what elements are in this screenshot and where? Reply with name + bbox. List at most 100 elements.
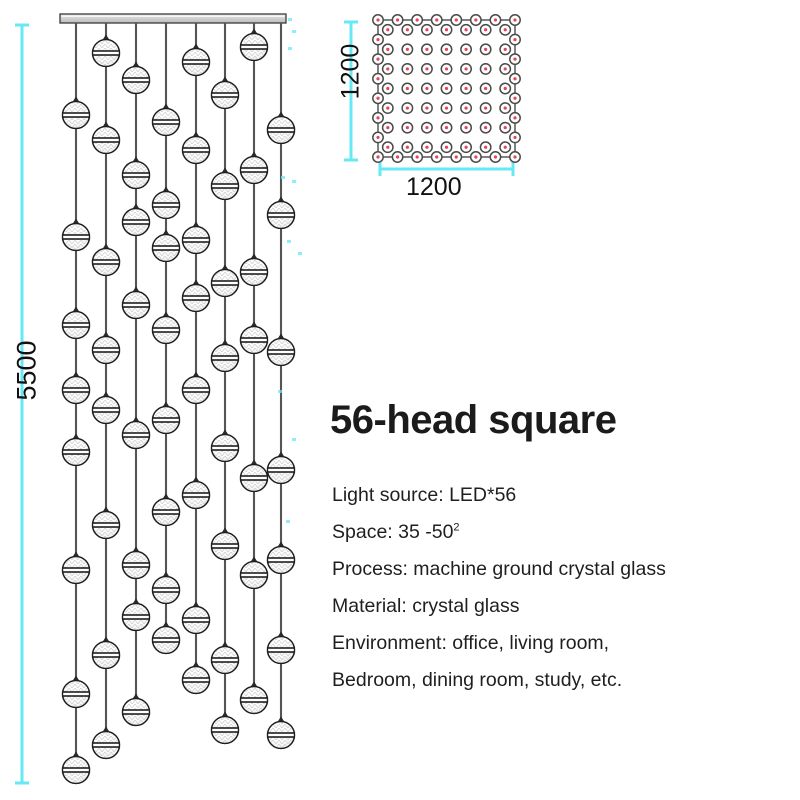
- pendant-band-fill: [91, 652, 121, 658]
- pendant-sphere-outline: [61, 555, 91, 585]
- plan-light-dot: [425, 86, 429, 91]
- pendant-sphere-outline: [121, 602, 151, 632]
- plan-light-node: [509, 53, 521, 66]
- pendant-band-fill: [210, 183, 240, 189]
- crystal-ball-pendant: [61, 306, 91, 340]
- crystal-ball-pendant: [91, 243, 121, 277]
- plan-light-node: [479, 62, 492, 75]
- pendant-band-fill: [239, 572, 269, 578]
- plan-light-dot: [425, 145, 429, 149]
- pendant-band-fill: [61, 767, 91, 773]
- plan-light-dot: [503, 86, 507, 91]
- pendant-sphere-outline: [151, 497, 181, 527]
- pendant-sphere-outline: [181, 665, 211, 695]
- pendant-band-fill: [210, 445, 240, 451]
- pendant-band-fill: [210, 657, 240, 663]
- plan-light-dot: [444, 145, 449, 149]
- spec-material: Material: crystal glass: [332, 588, 782, 625]
- accent-tick: [287, 240, 291, 243]
- crystal-ball-pendant: [266, 196, 296, 230]
- pendant-sphere-outline: [239, 685, 269, 715]
- crystal-ball-pendant: [239, 253, 269, 287]
- plan-light-dot: [386, 47, 390, 51]
- plan-light-node: [479, 141, 492, 154]
- plan-light-node: [440, 82, 453, 95]
- pendant-band-fill: [61, 322, 91, 328]
- pendant-sphere-outline: [210, 715, 240, 745]
- crystal-ball-pendant: [121, 693, 151, 727]
- pendant-sphere-outline: [121, 65, 151, 95]
- crystal-ball-pendant: [61, 371, 91, 405]
- plan-light-positions: [372, 14, 521, 163]
- dimension-markers: [15, 20, 515, 785]
- crystal-ball-pendant: [91, 726, 121, 760]
- plan-light-dot: [484, 126, 488, 130]
- crystal-ball-pendant: [210, 76, 240, 110]
- pendant-band-fill: [181, 617, 211, 623]
- plan-light-node: [469, 151, 482, 163]
- dimension-label-plan-width: 1200: [406, 173, 462, 201]
- crystal-ball-pendant: [91, 636, 121, 670]
- plan-light-node: [372, 111, 384, 124]
- plan-light-node: [440, 62, 453, 75]
- pendant-band-fill: [151, 202, 181, 208]
- pendant-band-fill: [91, 407, 121, 413]
- plan-light-dot: [425, 47, 429, 51]
- pendant-sphere-outline: [61, 222, 91, 252]
- plan-light-node: [460, 43, 473, 56]
- crystal-ball-pendant: [181, 601, 211, 635]
- pendant-band-fill: [181, 387, 211, 393]
- pendant-sphere-outline: [91, 510, 121, 540]
- dimension-label-overall-height: 5500: [11, 340, 42, 401]
- crystal-ball-pendant: [210, 264, 240, 298]
- pendant-sphere-outline: [181, 135, 211, 165]
- crystal-ball-pendant: [266, 451, 296, 485]
- plan-light-dot: [376, 77, 380, 81]
- pendant-band-fill: [210, 543, 240, 549]
- pendant-sphere-outline: [121, 160, 151, 190]
- pendant-sphere-outline: [239, 560, 269, 590]
- crystal-ball-pendant: [121, 156, 151, 190]
- pendant-sphere-outline: [266, 200, 296, 230]
- crystal-ball-pendant: [210, 641, 240, 675]
- plan-light-node: [499, 23, 512, 36]
- accent-tick: [292, 438, 296, 441]
- pendant-sphere-outline: [151, 233, 181, 263]
- pendant-band-fill: [266, 467, 296, 473]
- pendant-sphere-outline: [181, 375, 211, 405]
- pendant-band-fill: [210, 727, 240, 733]
- plan-light-dot: [464, 126, 468, 130]
- plan-light-node: [509, 92, 521, 105]
- plan-light-node: [440, 141, 453, 154]
- crystal-ball-pendant: [181, 661, 211, 695]
- plan-light-node: [420, 62, 433, 75]
- crystal-ball-pendant: [61, 96, 91, 130]
- plan-light-node: [499, 43, 512, 56]
- plan-light-dot: [464, 86, 468, 91]
- top-plan-view: [372, 14, 521, 163]
- pendant-sphere-outline: [266, 115, 296, 145]
- ceiling-mount-plate: [59, 13, 287, 24]
- pendant-sphere-outline: [91, 335, 121, 365]
- plan-light-dot: [386, 86, 390, 91]
- pendant-sphere-outline: [151, 190, 181, 220]
- plan-light-dot: [405, 145, 409, 149]
- spec-space: Space: 35 -502: [332, 514, 782, 551]
- plan-light-dot: [444, 28, 449, 32]
- plan-light-node: [372, 53, 384, 66]
- accent-tick-marks: [278, 18, 302, 523]
- crystal-ball-pendant: [91, 506, 121, 540]
- plan-light-node: [479, 23, 492, 36]
- accent-tick: [298, 252, 302, 255]
- plan-light-node: [401, 43, 414, 56]
- plan-light-dot: [484, 67, 488, 71]
- plan-light-node: [381, 121, 394, 134]
- pendant-band-fill: [121, 562, 151, 568]
- crystal-ball-pendant: [239, 556, 269, 590]
- plan-light-node: [381, 23, 394, 36]
- crystal-ball-pendant: [91, 391, 121, 425]
- plan-light-node: [499, 121, 512, 134]
- crystal-ball-pendant: [61, 675, 91, 709]
- plan-light-node: [430, 151, 443, 163]
